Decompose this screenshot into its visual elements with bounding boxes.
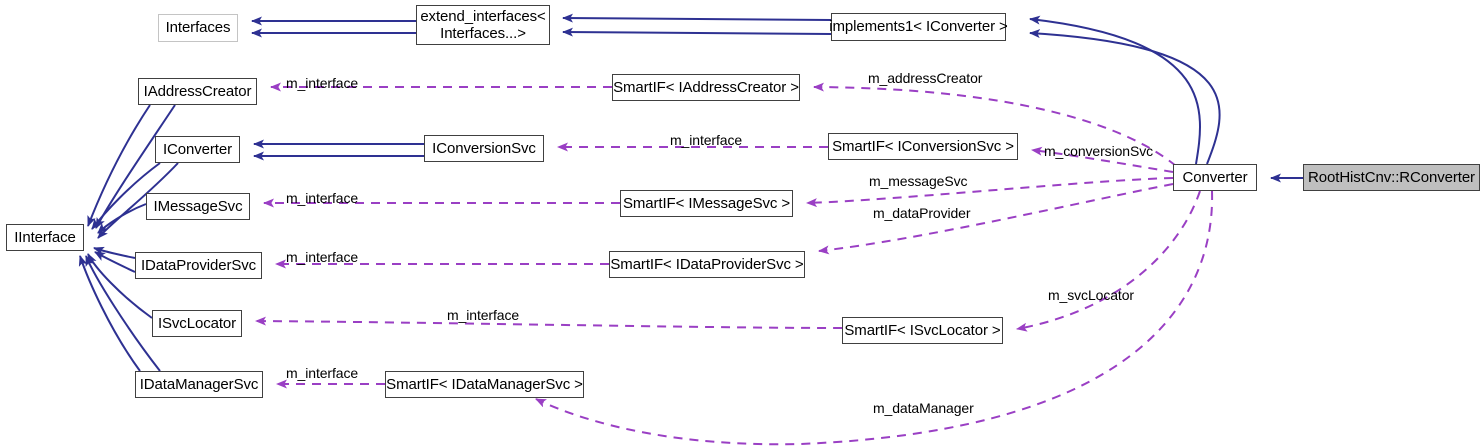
inheritance-edges: [78, 13, 1303, 372]
usage-edges: [255, 82, 1214, 446]
edge-label-m-interface-messagesvc: m_interface: [286, 190, 359, 206]
node-label: IConversionSvc: [432, 139, 536, 157]
edge-implements1-extendinterfaces-a: [562, 13, 832, 23]
edge-label-m-interface-addresscreator: m_interface: [286, 75, 359, 91]
node-label: implements1< IConverter >: [829, 18, 1008, 36]
node-iconversionsvc[interactable]: IConversionSvc: [424, 135, 544, 162]
edge-idatamanagersvc-iinterface-b: [85, 255, 161, 372]
node-imessagesvc[interactable]: IMessageSvc: [146, 193, 250, 220]
edge-idatamanagersvc-iinterface-a: [78, 255, 141, 372]
node-smartif-iconversionsvc[interactable]: SmartIF< IConversionSvc >: [828, 133, 1018, 160]
edge-converter-smartif-imessagesvc: [806, 177, 1174, 208]
node-iaddresscreator[interactable]: IAddressCreator: [138, 78, 257, 105]
edge-label-m-dataprovider: m_dataProvider: [873, 205, 971, 221]
edge-converter-smartif-iaddresscreator: [813, 82, 1177, 167]
node-label: SmartIF< IConversionSvc >: [832, 137, 1014, 155]
node-label: ISvcLocator: [157, 314, 237, 332]
node-label: IDataProviderSvc: [140, 256, 257, 274]
node-label: Converter: [1182, 168, 1248, 186]
node-label: IDataManagerSvc: [139, 375, 259, 393]
node-label: SmartIF< IMessageSvc >: [622, 194, 791, 212]
edge-idataprovidersvc-iinterface-b: [94, 251, 136, 273]
node-label: extend_interfaces< Interfaces...>: [420, 7, 546, 42]
node-smartif-imessagesvc[interactable]: SmartIF< IMessageSvc >: [620, 190, 793, 217]
node-label: Interfaces: [165, 19, 231, 37]
node-idatamanagersvc[interactable]: IDataManagerSvc: [135, 371, 263, 398]
node-extend-interfaces[interactable]: extend_interfaces< Interfaces...>: [416, 5, 550, 45]
node-label: SmartIF< IDataProviderSvc >: [610, 255, 804, 273]
edge-smartif-isvclocator-usage: [255, 316, 843, 329]
edge-label-m-svclocator: m_svcLocator: [1048, 287, 1134, 303]
node-isvclocator[interactable]: ISvcLocator: [152, 310, 242, 337]
edge-iaddresscreator-iinterface-a: [87, 104, 151, 227]
node-label: IAddressCreator: [143, 82, 252, 100]
node-label: IConverter: [162, 140, 233, 158]
node-label: SmartIF< IAddressCreator >: [613, 78, 799, 96]
node-smartif-idatamanagersvc[interactable]: SmartIF< IDataManagerSvc >: [385, 371, 584, 398]
edge-converter-implements1-a: [1029, 15, 1201, 165]
edge-implements1-extendinterfaces-b: [562, 27, 832, 37]
edge-label-m-addresscreator: m_addressCreator: [868, 70, 983, 86]
edge-iconverter-iinterface-a: [91, 162, 161, 230]
node-iconverter[interactable]: IConverter: [155, 136, 240, 163]
node-converter[interactable]: Converter: [1173, 164, 1257, 191]
node-iinterface[interactable]: IInterface: [6, 224, 84, 251]
node-label: SmartIF< ISvcLocator >: [844, 321, 1001, 339]
node-label: IMessageSvc: [153, 197, 243, 215]
node-smartif-isvclocator[interactable]: SmartIF< ISvcLocator >: [842, 317, 1003, 344]
edge-label-m-messagesvc: m_messageSvc: [869, 173, 968, 189]
edge-label-m-conversionsvc: m_conversionSvc: [1044, 143, 1153, 159]
edge-label-m-interface-datamanagersvc: m_interface: [286, 365, 359, 381]
edge-label-m-interface-conversionsvc: m_interface: [670, 132, 743, 148]
node-label: IInterface: [14, 228, 76, 246]
edge-label-m-datamanager: m_dataManager: [873, 400, 974, 416]
edge-converter-smartif-idataprovidersvc: [818, 183, 1174, 255]
edge-label-m-interface-svclocator: m_interface: [447, 307, 520, 323]
edge-converter-smartif-iconversionsvc: [1031, 146, 1174, 173]
edge-idataprovidersvc-iinterface-a: [93, 246, 136, 259]
edge-converter-smartif-isvclocator: [1016, 190, 1201, 332]
node-smartif-iaddresscreator[interactable]: SmartIF< IAddressCreator >: [612, 74, 800, 101]
node-label: SmartIF< IDataManagerSvc >: [386, 375, 583, 393]
node-smartif-idataprovidersvc[interactable]: SmartIF< IDataProviderSvc >: [609, 251, 805, 278]
node-label: RootHistCnv::RConverter: [1308, 168, 1475, 186]
node-implements1-iconverter[interactable]: implements1< IConverter >: [829, 13, 1008, 41]
edge-label-m-interface-dataprovidersvc: m_interface: [286, 249, 359, 265]
node-idataprovidersvc[interactable]: IDataProviderSvc: [135, 252, 262, 279]
edge-imessagesvc-iinterface: [97, 203, 147, 234]
node-roothistcnv-rconverter[interactable]: RootHistCnv::RConverter: [1303, 164, 1480, 191]
node-interfaces[interactable]: Interfaces: [158, 14, 238, 42]
edge-converter-smartif-idatamanagersvc: [535, 190, 1214, 446]
edge-converter-implements1-b: [1029, 29, 1221, 165]
